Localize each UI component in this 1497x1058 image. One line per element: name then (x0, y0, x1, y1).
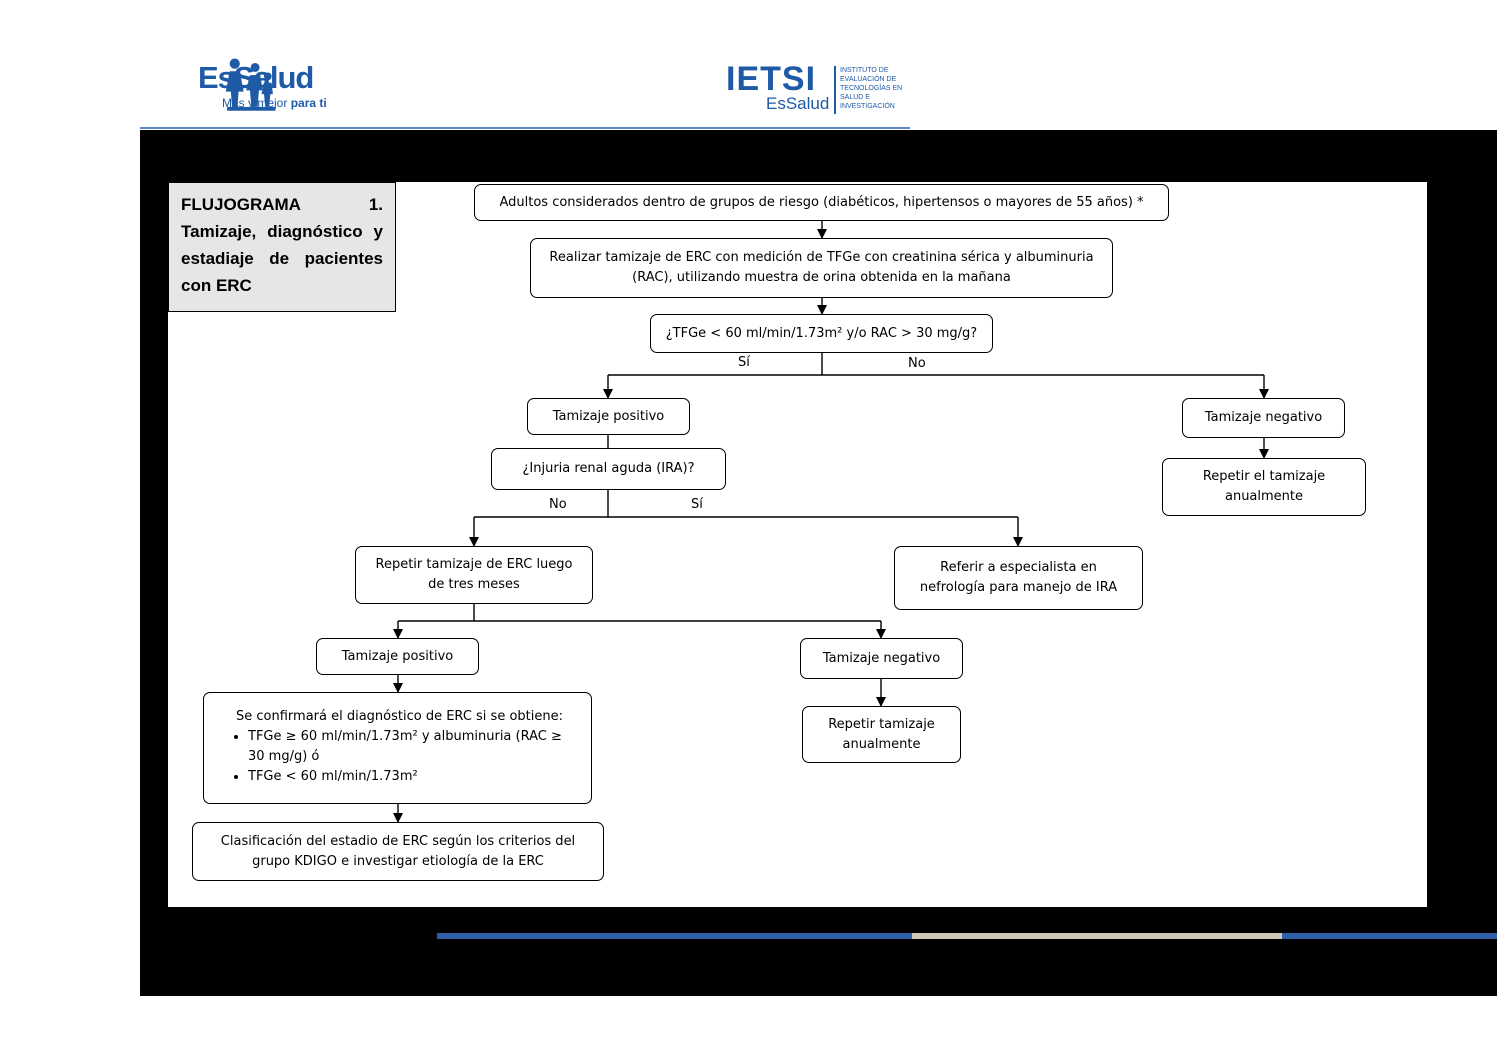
node-screening-negative-2: Tamizaje negativo (800, 638, 963, 679)
confirm-criteria-list: TFGe ≥ 60 ml/min/1.73m² y albuminuria (R… (220, 727, 575, 787)
node-repeat-annually-1: Repetir el tamizaje anualmente (1162, 458, 1366, 516)
label-q2-no: No (549, 497, 567, 512)
flowchart-title-box: FLUJOGRAMA 1. Tamizaje, diagnóstico y es… (168, 182, 396, 312)
confirm-intro-text: Se confirmará el diagnóstico de ERC si s… (236, 709, 563, 724)
node-question-tfge-rac: ¿TFGe < 60 ml/min/1.73m² y/o RAC > 30 mg… (650, 314, 993, 353)
footer-stripe-grey (912, 933, 1282, 939)
confirm-criterion: TFGe < 60 ml/min/1.73m² (248, 767, 575, 787)
tagline-plain: Más y mejor (222, 96, 291, 110)
node-refer-nephrology: Referir a especialista en nefrología par… (894, 546, 1143, 610)
label-q2-yes: Sí (691, 497, 703, 512)
ietsi-logo-subtext: EsSalud (766, 94, 830, 113)
confirm-criterion: TFGe ≥ 60 ml/min/1.73m² y albuminuria (R… (248, 727, 575, 767)
title-first-line: FLUJOGRAMA 1. (181, 191, 383, 218)
essalud-tagline: Más y mejor para ti (222, 96, 327, 110)
node-confirm-diagnosis: Se confirmará el diagnóstico de ERC si s… (203, 692, 592, 804)
tagline-bold: para ti (290, 96, 327, 110)
ietsi-logo-text: IETSI (726, 60, 817, 98)
node-classify-stage: Clasificación del estadio de ERC según l… (192, 822, 604, 881)
ietsi-logo-divider (834, 66, 836, 114)
essalud-family-logo-icon (225, 58, 276, 111)
node-question-aki: ¿Injuria renal aguda (IRA)? (491, 448, 726, 490)
header-divider (140, 127, 910, 129)
node-screening-positive-2: Tamizaje positivo (316, 638, 479, 675)
page-header (140, 48, 1497, 130)
node-adults-risk-groups: Adultos considerados dentro de grupos de… (474, 184, 1169, 221)
title-label: FLUJOGRAMA (181, 195, 301, 214)
node-screening-negative-1: Tamizaje negativo (1182, 398, 1345, 438)
label-q1-no: No (908, 356, 926, 371)
node-perform-screening: Realizar tamizaje de ERC con medición de… (530, 238, 1113, 298)
node-repeat-annually-2: Repetir tamizaje anualmente (802, 706, 961, 763)
label-q1-yes: Sí (738, 355, 750, 370)
essalud-logo-text: EsSalud (198, 60, 314, 95)
node-repeat-three-months: Repetir tamizaje de ERC luego de tres me… (355, 546, 593, 604)
title-text: Tamizaje, diagnóstico y estadiaje de pac… (181, 222, 383, 295)
title-number: 1. (368, 195, 383, 214)
node-screening-positive-1: Tamizaje positivo (527, 398, 690, 435)
ietsi-institute-name: INSTITUTO DE EVALUACIÓN DE TECNOLOGÍAS E… (840, 67, 903, 110)
